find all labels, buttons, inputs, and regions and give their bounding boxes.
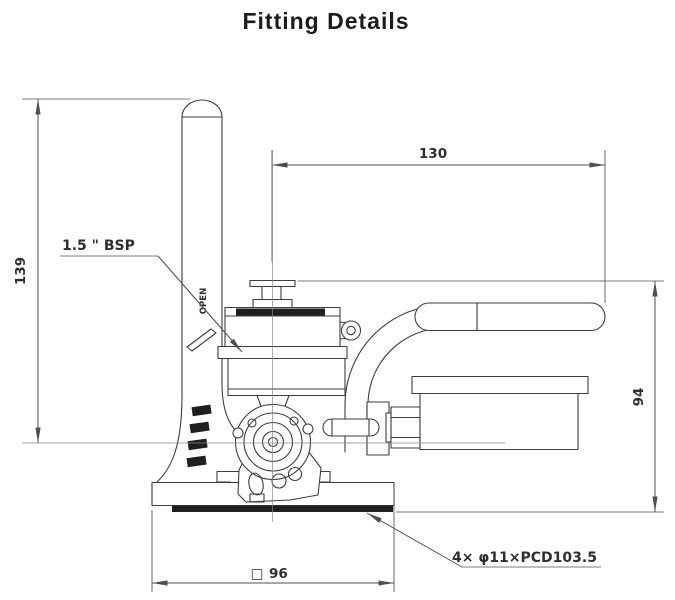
pipe-ribs [186, 404, 212, 468]
pcd-callout: 4× φ11×PCD103.5 [366, 512, 601, 568]
inlet-riser-pipe: OPEN [156, 99, 251, 483]
hex-coupling [390, 406, 421, 449]
base-gasket [172, 505, 393, 512]
clamp-lever [186, 328, 217, 352]
page-title: Fitting Details [242, 8, 410, 34]
pump-body [217, 279, 362, 410]
bsp-callout: 1.5 " BSP [60, 238, 243, 353]
dimension-130: 130 [271, 146, 606, 303]
body-lug [339, 320, 362, 341]
dimension-96: □ 96 [151, 482, 395, 592]
dimension-94: 94 [298, 280, 664, 513]
lower-housing [227, 357, 346, 397]
motor-box-flange [411, 375, 589, 395]
open-marking: OPEN [199, 288, 209, 314]
bsp-label: 1.5 " BSP [62, 238, 135, 254]
handle-grip-sleeve [414, 302, 606, 332]
centerlines [22, 150, 505, 522]
dimension-130-label: 130 [419, 146, 447, 162]
pivot-tube [322, 418, 380, 437]
pcd-label: 4× φ11×PCD103.5 [452, 550, 597, 566]
dimension-139: 139 [13, 98, 190, 443]
square-symbol: □ [251, 566, 264, 582]
motor-box [411, 375, 589, 451]
dimension-94-label: 94 [631, 388, 647, 407]
dimension-139-label: 139 [13, 257, 29, 285]
pump-head [232, 403, 322, 503]
pivot-and-coupling [322, 401, 421, 456]
dimension-96-label: 96 [269, 566, 288, 582]
motor-box-body [419, 392, 579, 451]
handle [344, 302, 606, 453]
